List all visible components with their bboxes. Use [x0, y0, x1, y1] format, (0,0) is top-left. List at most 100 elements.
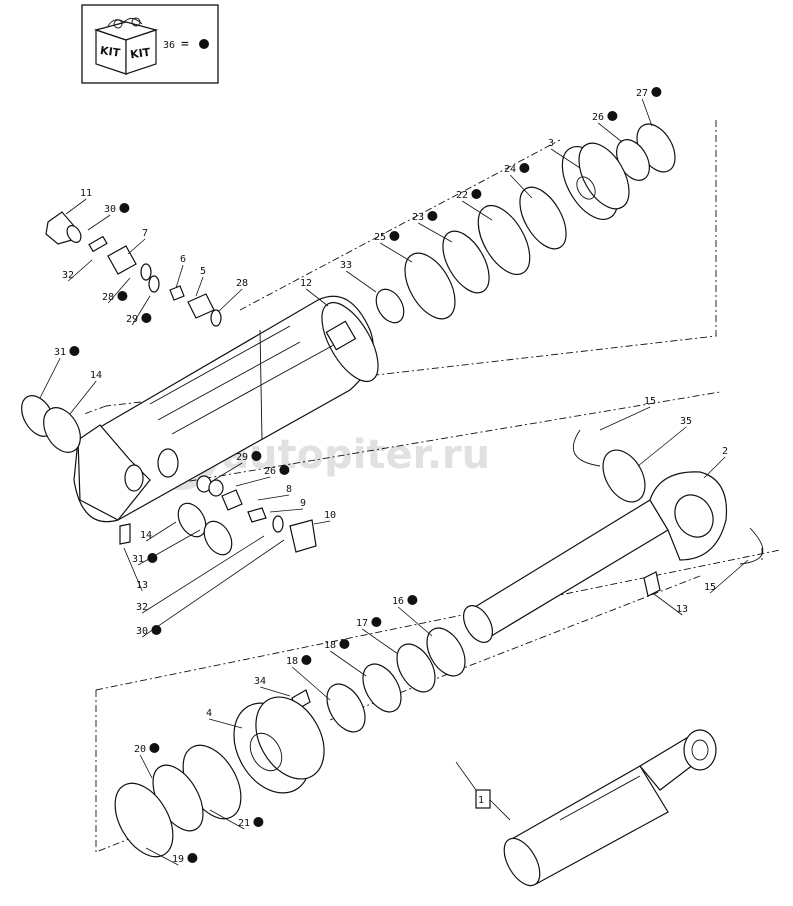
callout-35: 35: [637, 416, 692, 467]
callout-29: 29: [126, 295, 152, 326]
callout-15: 15: [704, 559, 749, 594]
leader-line: [131, 295, 151, 326]
callout-10: 10: [313, 510, 336, 525]
assembled-cylinder-thumbnail: [455, 729, 717, 887]
callout-number: 25: [374, 232, 386, 243]
leader-line: [217, 288, 243, 313]
cylinder-barrel: [73, 295, 379, 523]
callout-6: 6: [175, 254, 186, 289]
callout-3: 3: [548, 138, 581, 169]
leader-line: [637, 426, 687, 467]
kit-bullet: [199, 39, 209, 49]
callout-22: 22: [456, 189, 493, 221]
callout-number: 32: [62, 270, 74, 281]
kit-bullet-marker: [149, 743, 160, 753]
leader-line: [269, 508, 304, 513]
callout-number: 13: [136, 580, 148, 591]
callout-number: 34: [254, 676, 266, 687]
callout-number: 3: [548, 138, 554, 149]
callout-number: 17: [356, 618, 368, 629]
callout-27: 27: [636, 87, 662, 127]
callout-13: 13: [123, 547, 148, 592]
leader-line: [257, 494, 290, 501]
leader-line: [139, 754, 153, 779]
kit-box-text-left: KIT: [99, 44, 121, 60]
kit-bullet-marker: [339, 639, 350, 649]
callout-number: 1: [478, 795, 484, 806]
callout-30: 30: [136, 539, 285, 638]
leader-line: [195, 276, 204, 297]
callout-15: 15: [599, 396, 656, 431]
callout-number: 23: [412, 212, 424, 223]
callout-32: 32: [136, 535, 265, 614]
callout-number: 33: [340, 260, 352, 271]
kit-bullet-marker: [147, 553, 158, 563]
callout-13: 13: [653, 593, 688, 616]
leader-line: [361, 628, 399, 655]
callout-1: 1: [478, 795, 484, 806]
callout-number: 4: [206, 708, 212, 719]
callout-number: 5: [200, 266, 206, 277]
leader-line: [145, 521, 177, 542]
callout-number: 15: [704, 582, 716, 593]
leader-line: [329, 650, 367, 677]
callout-20: 20: [134, 743, 160, 779]
leader-line: [461, 200, 493, 221]
callout-number: 10: [324, 510, 336, 521]
kit-bullet-marker: [69, 346, 80, 356]
callout-number: 26: [592, 112, 604, 123]
callout-number: 14: [140, 530, 152, 541]
leader-line: [235, 476, 271, 487]
leader-line: [213, 462, 243, 481]
callout-23: 23: [412, 211, 453, 243]
callout-31: 31: [39, 346, 80, 399]
kit-bullet-marker: [301, 655, 312, 665]
leader-line: [39, 357, 61, 399]
callout-5: 5: [195, 266, 206, 297]
callout-number: 29: [236, 452, 248, 463]
callout-number: 30: [104, 204, 116, 215]
callout-14: 14: [140, 521, 177, 542]
callout-21: 21: [209, 809, 264, 830]
callout-18: 18: [286, 655, 331, 701]
callout-number: 18: [324, 640, 336, 651]
leader-line: [597, 122, 623, 143]
callout-number: 6: [180, 254, 186, 265]
leader-line: [127, 238, 146, 255]
callout-number: 11: [80, 188, 92, 199]
callout-number: 15: [644, 396, 656, 407]
callout-number: 24: [504, 164, 516, 175]
head-assembly-parts: [375, 123, 676, 324]
callout-number: 31: [54, 347, 66, 358]
leader-line: [87, 214, 111, 231]
leader-line: [345, 270, 377, 293]
callout-number: 20: [134, 744, 146, 755]
callout-number: 31: [132, 554, 144, 565]
leader-line: [550, 148, 581, 169]
callout-number: 29: [126, 314, 138, 325]
valve-parts: [21, 211, 317, 556]
kit-bullet-marker: [117, 291, 128, 301]
kit-bullet-marker: [251, 451, 262, 461]
callout-number: 9: [300, 498, 306, 509]
callout-12: 12: [300, 278, 329, 307]
callout-number: 27: [636, 88, 648, 99]
callout-26: 26: [592, 111, 623, 143]
callout-4: 4: [206, 708, 243, 729]
kit-ref-number: 36: [163, 40, 175, 51]
leader-line: [208, 718, 243, 729]
part-1-box: [475, 789, 491, 809]
leader-line: [67, 259, 93, 282]
callout-26: 26: [235, 465, 290, 487]
kit-bullet-marker: [151, 625, 162, 635]
callout-28: 28: [217, 278, 248, 313]
callout-number: 18: [286, 656, 298, 667]
leader-line: [107, 277, 131, 304]
leader-line: [379, 242, 413, 263]
leader-line: [509, 174, 533, 199]
leader-line: [641, 98, 653, 127]
leader-line: [69, 380, 97, 415]
callout-number: 28: [102, 292, 114, 303]
leader-line: [123, 547, 143, 592]
